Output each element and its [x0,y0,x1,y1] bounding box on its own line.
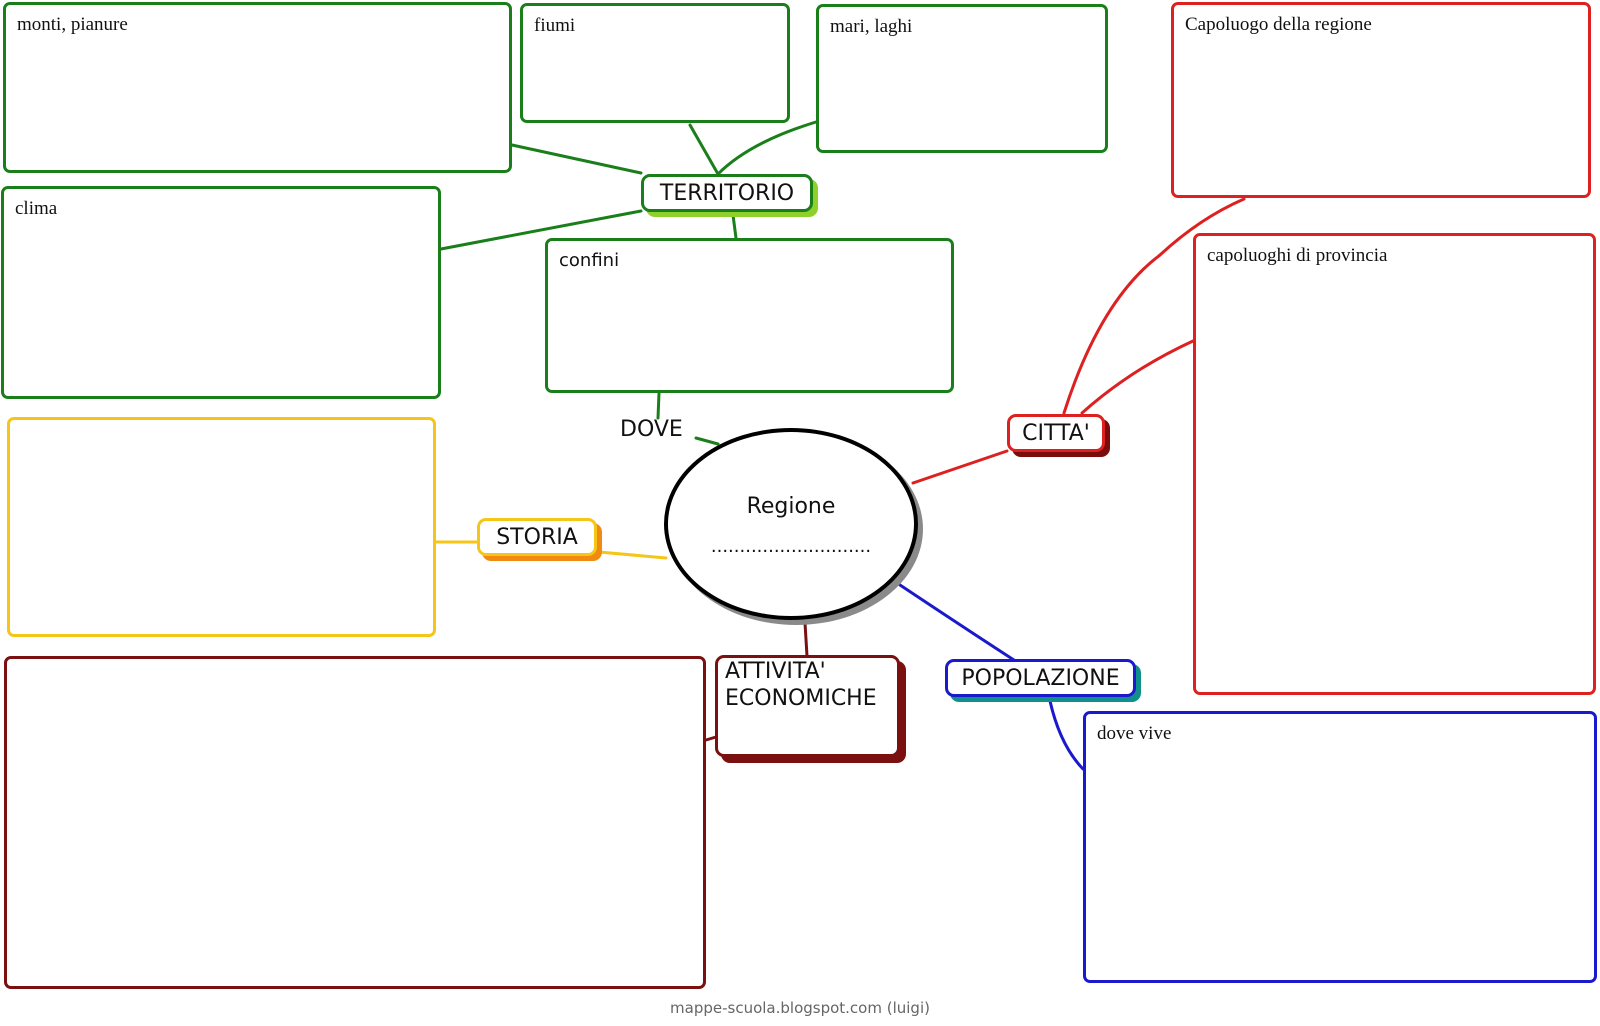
box-capoluogo-regione-label: Capoluogo della regione [1185,14,1372,35]
footer-credit: mappe-scuola.blogspot.com (luigi) [670,999,930,1017]
link-monti [510,143,643,175]
box-capoluoghi-provincia: capoluoghi di provincia [1193,233,1596,695]
link-capoluoghi [1080,339,1195,415]
box-confini-label: confini [559,250,620,271]
box-capoluoghi-provincia-label: capoluoghi di provincia [1207,245,1388,266]
link-storia-center [597,550,668,560]
box-clima-label: clima [15,198,58,219]
central-node-title: Regione [746,494,836,519]
link-capoluogo [1062,197,1246,415]
link-citta-center [911,449,1009,485]
box-mari-laghi-label: mari, laghi [830,16,913,37]
node-storia: STORIA [477,518,597,556]
link-attivita-center [803,621,809,658]
central-node-dots: ............................ [710,536,872,557]
box-fiumi-label: fiumi [534,15,576,36]
link-dove-vive [1048,699,1085,771]
node-attivita-economiche: ATTIVITA' ECONOMICHE [715,655,900,757]
node-citta: CITTA' [1007,414,1105,452]
box-monti-pianure-label: monti, pianure [17,14,128,35]
box-clima: clima [1,186,441,399]
box-confini: confini [545,238,954,393]
link-confini [731,213,738,240]
box-monti-pianure: monti, pianure [3,2,512,173]
node-dove: DOVE [620,417,683,442]
node-attivita-line2: ECONOMICHE [725,686,877,711]
box-fiumi: fiumi [520,3,790,123]
link-dove-confini [656,391,661,420]
box-storia [7,417,436,637]
box-capoluogo-regione: Capoluogo della regione [1171,2,1591,198]
link-popolazione-center [898,583,1019,664]
box-attivita-economiche [4,656,706,989]
node-attivita-line1: ATTIVITA' [725,659,826,684]
link-clima [439,209,643,251]
box-dove-vive: dove vive [1083,711,1597,983]
node-popolazione: POPOLAZIONE [945,659,1136,697]
node-territorio: TERRITORIO [641,174,813,212]
box-mari-laghi: mari, laghi [816,4,1108,153]
link-attivita-box [704,735,718,742]
link-fiumi [688,123,720,176]
central-node-regione: Regione ............................ [664,428,918,620]
box-dove-vive-label: dove vive [1097,723,1172,744]
link-mari [716,120,818,176]
link-dove-center [694,436,720,446]
